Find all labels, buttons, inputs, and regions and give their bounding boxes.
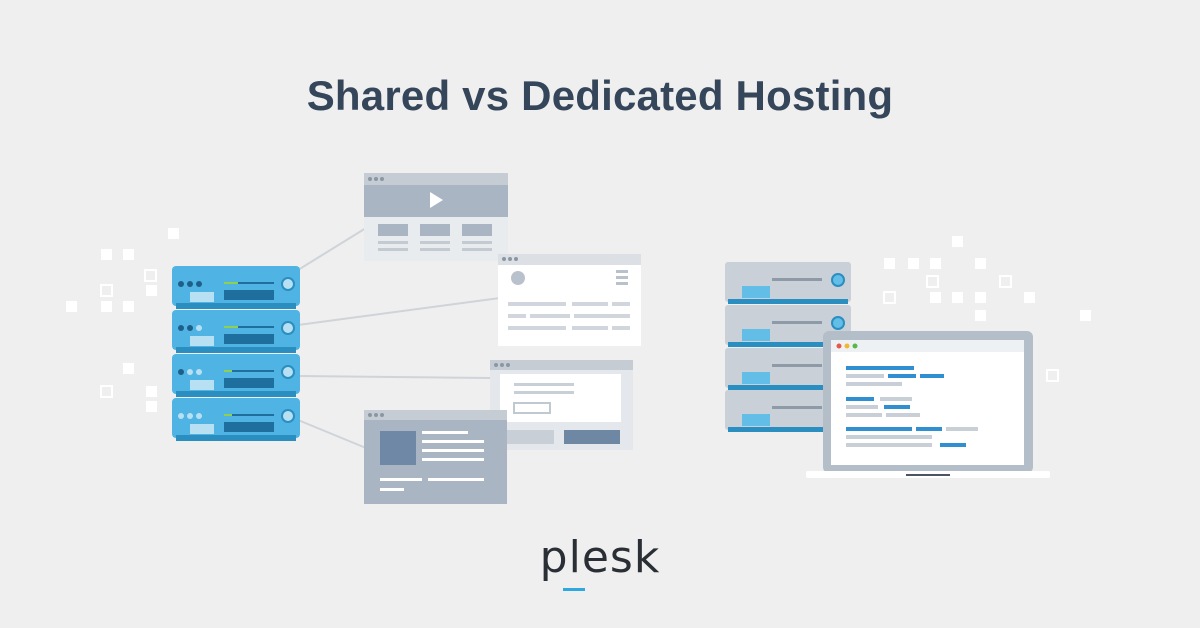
- video-website-window: [364, 173, 508, 261]
- article-website-window: [364, 410, 507, 504]
- code-lines: [846, 366, 978, 447]
- dedicated-server-rack: [725, 262, 851, 432]
- plesk-logo: plesk: [539, 532, 661, 583]
- server-unit: [172, 398, 300, 441]
- shared-server-rack: [172, 266, 300, 441]
- connector-lines: [297, 227, 501, 449]
- server-unit: [172, 310, 300, 353]
- decorative-squares-right: [883, 236, 1091, 382]
- form-website-window: [490, 360, 633, 450]
- server-unit: [172, 266, 300, 309]
- profile-website-window: [498, 254, 641, 346]
- server-unit: [172, 354, 300, 397]
- logo-underline: [563, 588, 585, 591]
- laptop: [806, 331, 1050, 478]
- play-icon: [430, 192, 443, 208]
- decorative-squares-left: [66, 228, 179, 412]
- page-title: Shared vs Dedicated Hosting: [306, 72, 894, 119]
